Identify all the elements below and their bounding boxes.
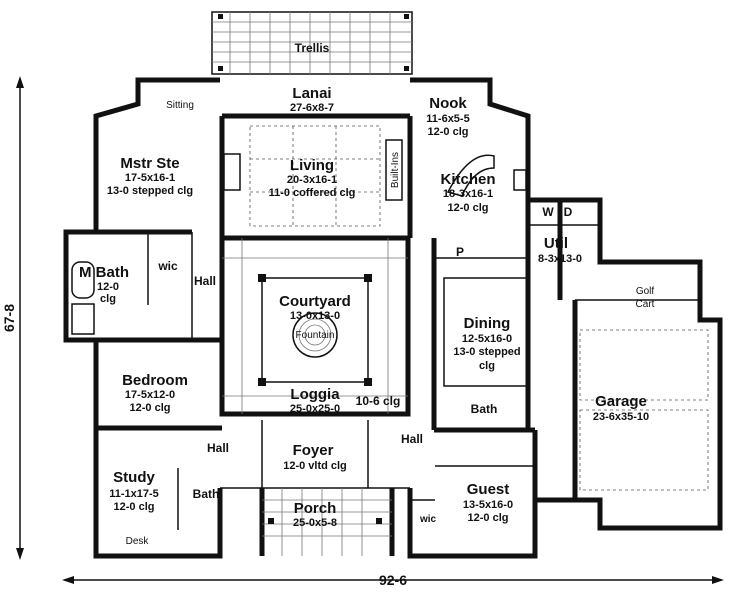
room-dim: clg [479,360,495,372]
golf-cart-label: Golf [636,286,655,297]
wic-label: wic [157,259,178,273]
room-dim: 12-0 clg [114,501,155,513]
room-dim: 11-0 coffered clg [269,187,356,199]
room-name: Bedroom [122,372,188,389]
interior-walls [96,113,700,556]
room-dim: 23-6x35-10 [593,411,649,423]
wic-label: wic [419,514,437,525]
room-study: Study 11-1x17-5 12-0 clg [109,469,159,513]
room-name: Sitting [166,100,194,111]
room-dim: clg [100,293,116,305]
bath-label: Bath [471,402,498,416]
room-name: Porch [294,500,337,517]
room-dim: 20-3x16-1 [287,174,337,186]
bath-label: Bath [193,487,220,501]
room-name: Kitchen [440,171,495,188]
room-dim: 17-5x16-1 [125,172,175,184]
room-dining: Dining 12-5x16-0 13-0 stepped clg [453,315,520,372]
fountain-label: Fountain [296,330,335,341]
room-name: Nook [429,95,467,112]
room-name: Courtyard [279,293,351,310]
room-dim: 12-0 [97,281,119,293]
room-name: Mstr Ste [120,155,179,172]
loggia-clg-label: 10-6 clg [356,394,401,408]
room-garage: Garage 23-6x35-10 [593,393,649,423]
room-trellis: Trellis [295,41,330,55]
room-porch: Porch 25-0x5-8 [293,500,337,529]
room-dim: 13-0x13-0 [290,310,340,322]
pantry-label: P [456,245,464,259]
room-guest: Guest 13-5x16-0 12-0 clg [463,481,513,524]
room-dim: 12-0 clg [468,512,509,524]
small-labels: Built-Ins wic Hall Fountain 10-6 clg Bat… [126,152,655,547]
room-name: Living [290,157,334,174]
room-dim: 12-0 clg [428,126,469,138]
dryer-label: D [564,205,573,219]
width-label: 92-6 [379,572,407,588]
plan-details [71,125,709,556]
room-dim: 12-0 vltd clg [283,460,347,472]
room-name: Study [113,469,155,486]
room-name: Util [544,235,568,252]
room-name: Loggia [290,386,340,403]
exterior-walls [63,77,723,559]
hall-label: Hall [194,274,216,288]
room-dim: 13-0 stepped clg [107,185,193,197]
room-lanai: Lanai 27-6x8-7 [290,85,334,114]
room-dim: 8-3x13-0 [538,253,582,265]
room-dim: 12-0 clg [130,402,171,414]
golf-cart-label: Cart [636,299,655,310]
room-dim: 27-6x8-7 [290,102,334,114]
hall-label: Hall [207,441,229,455]
room-loggia: Loggia 25-0x25-0 [290,386,340,415]
room-bedroom: Bedroom 17-5x12-0 12-0 clg [122,372,188,414]
washer-label: W [542,205,554,219]
hall-label: Hall [401,432,423,446]
width-dimension: 92-6 [62,572,724,588]
desk-label: Desk [126,536,150,547]
depth-dimension: 67-8 [1,76,24,560]
room-name: Foyer [293,442,334,459]
room-name: Guest [467,481,510,498]
room-name: Garage [595,393,647,410]
room-name: Lanai [292,85,331,102]
room-name: M Bath [79,264,129,281]
room-dim: 11-1x17-5 [109,488,159,500]
room-living: Living 20-3x16-1 11-0 coffered clg [269,157,356,199]
room-dim: 13-0 stepped [453,346,520,358]
room-dim: 18-3x16-1 [443,188,493,200]
room-name: Dining [464,315,511,332]
room-dim: 17-5x12-0 [125,389,175,401]
room-util: Util 8-3x13-0 [538,235,582,265]
room-dim: 13-5x16-0 [463,499,513,511]
room-m-bath: M Bath 12-0 clg [79,264,129,305]
room-dim: 25-0x25-0 [290,403,340,415]
room-dim: 12-5x16-0 [462,333,512,345]
room-mstr-ste: Mstr Ste 17-5x16-1 13-0 stepped clg [107,155,193,197]
room-courtyard: Courtyard 13-0x13-0 [279,293,351,322]
room-sitting: Sitting [166,100,194,111]
room-nook: Nook 11-6x5-5 12-0 clg [426,95,469,138]
built-ins-label: Built-Ins [390,152,401,188]
room-dim: 25-0x5-8 [293,517,337,529]
depth-label: 67-8 [1,304,17,332]
room-name: Trellis [295,41,330,55]
room-kitchen: Kitchen 18-3x16-1 12-0 clg [440,171,495,214]
room-dim: 12-0 clg [448,202,489,214]
room-foyer: Foyer 12-0 vltd clg [283,442,347,472]
trellis [211,11,413,75]
room-dim: 11-6x5-5 [426,113,469,125]
